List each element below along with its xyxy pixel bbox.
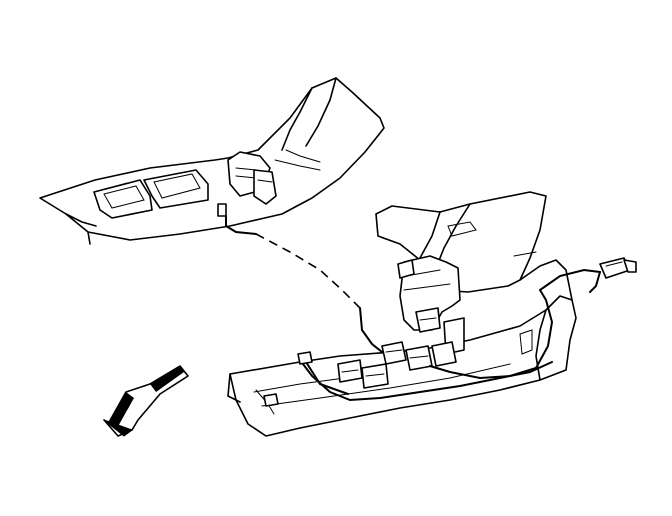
cupholder-recesses xyxy=(93,169,209,219)
shifter-switch xyxy=(217,151,277,217)
console-base xyxy=(227,295,577,437)
center-bracket xyxy=(397,255,465,355)
side-connector xyxy=(599,257,637,279)
forward-arrow-icon xyxy=(103,365,189,437)
armrest-compartment xyxy=(375,191,573,301)
upper-console-trim xyxy=(39,77,385,245)
wiring-harness xyxy=(255,268,601,415)
